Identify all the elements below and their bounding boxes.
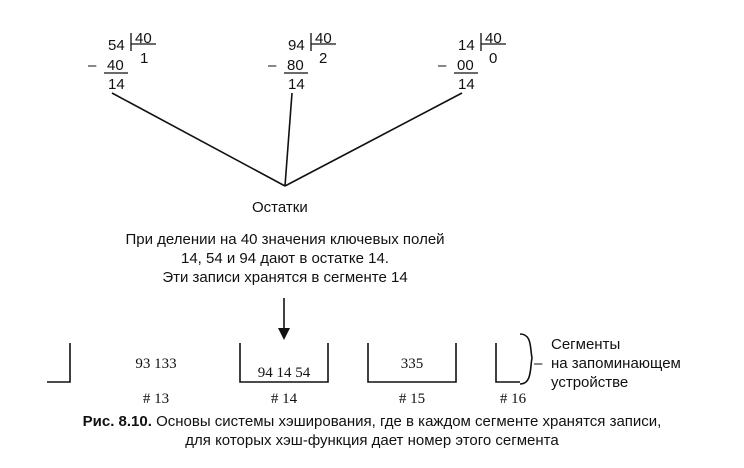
division-1: 54 40 1 – 40 14 bbox=[88, 30, 156, 93]
explanation-note: При делении на 40 значения ключевых поле… bbox=[80, 230, 490, 287]
segment-15-contents: 335 bbox=[401, 356, 424, 372]
segment-15-number: # 15 bbox=[399, 391, 425, 407]
segment-16-number: # 16 bbox=[500, 391, 527, 407]
caption-lead: Рис. 8.10. bbox=[82, 413, 152, 430]
legend-line-2: на запоминающем bbox=[551, 355, 681, 372]
quotient-3: 0 bbox=[489, 50, 497, 67]
legend-line-3: устройстве bbox=[551, 374, 628, 391]
bucket-14 bbox=[239, 343, 329, 383]
segment-13: 93 133 # 13 bbox=[47, 343, 177, 407]
connector-line-3 bbox=[284, 92, 463, 187]
remainder-2: 14 bbox=[288, 76, 305, 93]
bucket-16 bbox=[495, 343, 520, 383]
note-line-3: Эти записи хранятся в сегменте 14 bbox=[162, 269, 408, 286]
remainder-1: 14 bbox=[108, 76, 125, 93]
segment-15: 335 # 15 bbox=[367, 343, 457, 407]
division-3: 14 40 0 – 00 14 bbox=[438, 30, 506, 93]
dividend-3: 14 bbox=[458, 37, 475, 54]
subtrahend-2: 80 bbox=[287, 57, 304, 74]
remainders-label: Остатки bbox=[252, 199, 308, 216]
subtrahend-1: 40 bbox=[107, 57, 124, 74]
division-2: 94 40 2 – 80 14 bbox=[268, 30, 336, 93]
bucket-15 bbox=[367, 343, 457, 383]
figure-caption: Рис. 8.10. Основы системы хэширования, г… bbox=[20, 412, 724, 450]
caption-line-1: Основы системы хэширования, где в каждом… bbox=[156, 413, 662, 430]
connector-line-2 bbox=[284, 92, 293, 187]
arrow-down-icon bbox=[278, 328, 290, 340]
segment-16: # 16 bbox=[495, 343, 527, 407]
dividend-1: 54 bbox=[108, 37, 125, 54]
segment-14-contents: 94 14 54 bbox=[258, 365, 311, 381]
dividend-2: 94 bbox=[288, 37, 305, 54]
remainder-3: 14 bbox=[458, 76, 475, 93]
legend-dash: – bbox=[534, 355, 543, 372]
subtrahend-3: 00 bbox=[457, 57, 474, 74]
divisor-1: 40 bbox=[135, 30, 152, 47]
quotient-2: 2 bbox=[319, 50, 327, 67]
legend-brace bbox=[519, 333, 533, 385]
minus-1: – bbox=[88, 57, 97, 74]
minus-2: – bbox=[268, 57, 277, 74]
segment-13-contents: 93 133 bbox=[135, 356, 176, 372]
note-line-2: 14, 54 и 94 дают в остатке 14. bbox=[181, 250, 389, 267]
segment-14-number: # 14 bbox=[271, 391, 298, 407]
minus-3: – bbox=[438, 57, 447, 74]
divisor-3: 40 bbox=[485, 30, 502, 47]
connector-line-1 bbox=[111, 92, 286, 187]
bucket-13 bbox=[47, 343, 71, 383]
divisor-2: 40 bbox=[315, 30, 332, 47]
segment-13-number: # 13 bbox=[143, 391, 169, 407]
segment-14: 94 14 54 # 14 bbox=[239, 343, 329, 407]
caption-line-2: для которых хэш-функция дает номер этого… bbox=[185, 432, 559, 449]
legend-line-1: Сегменты bbox=[551, 336, 620, 353]
note-line-1: При делении на 40 значения ключевых поле… bbox=[125, 231, 445, 248]
quotient-1: 1 bbox=[140, 50, 148, 67]
